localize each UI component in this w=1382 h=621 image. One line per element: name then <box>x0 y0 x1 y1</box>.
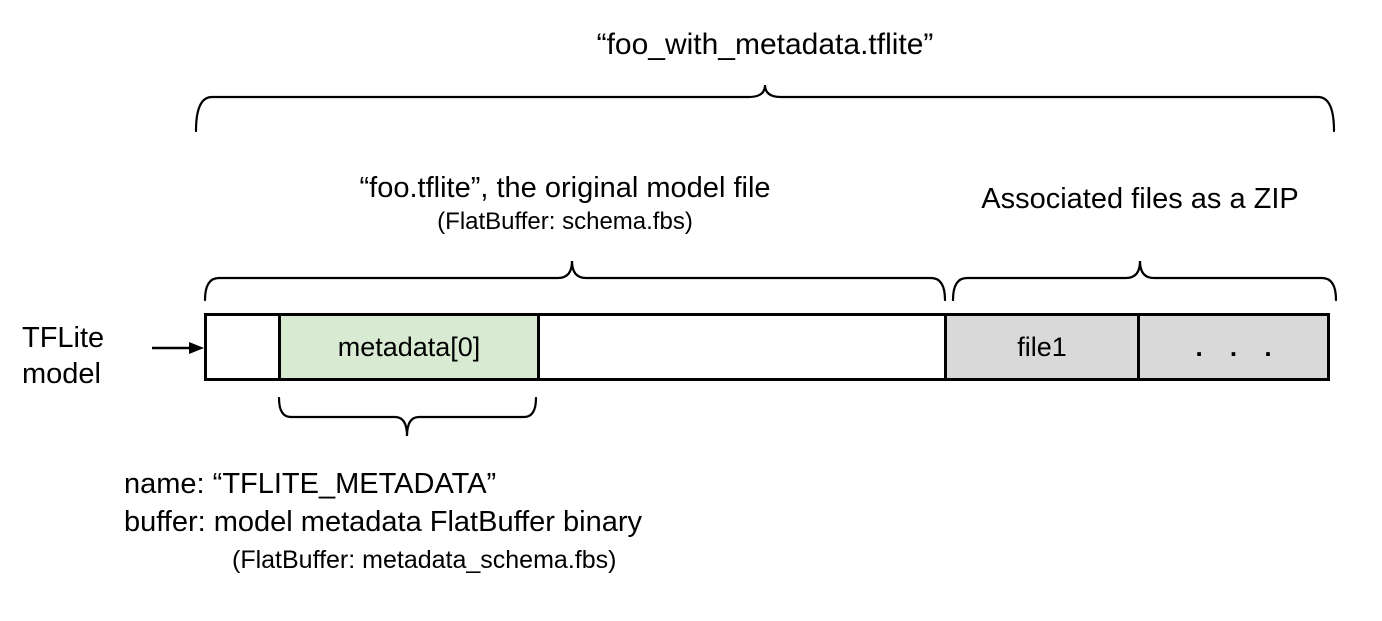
bar-segment-metadata: metadata[0] <box>278 316 537 378</box>
model-section-brace <box>203 260 947 302</box>
zip-section-label: Associated files as a ZIP <box>981 183 1299 215</box>
metadata-annotation: name: “TFLITE_METADATA” buffer: model me… <box>124 465 642 579</box>
tflite-model-label-line2: model <box>22 358 101 390</box>
metadata-annotation-buffer: buffer: model metadata FlatBuffer binary <box>124 506 642 538</box>
model-bar: metadata[0] file1 . . . <box>204 313 1330 381</box>
bar-segment-file1: file1 <box>944 316 1137 378</box>
bar-segment-model-body <box>537 316 944 378</box>
model-section-sublabel: (FlatBuffer: schema.fbs) <box>437 208 693 235</box>
metadata-annotation-name: name: “TFLITE_METADATA” <box>124 468 497 500</box>
metadata-underbrace <box>277 396 538 437</box>
file-title: “foo_with_metadata.tflite” <box>596 28 934 61</box>
bar-segment-more-files: . . . <box>1137 316 1327 378</box>
model-section-label: “foo.tflite”, the original model file <box>359 172 771 204</box>
arrow-right-icon <box>152 342 204 354</box>
tflite-model-label-line1: TFLite <box>22 322 105 354</box>
tflite-model-label: TFLite model <box>22 320 104 392</box>
bar-segment-header <box>207 316 278 378</box>
metadata-annotation-schema: (FlatBuffer: metadata_schema.fbs) <box>232 546 617 574</box>
zip-section-brace <box>951 260 1338 302</box>
outer-file-brace <box>194 84 1336 133</box>
